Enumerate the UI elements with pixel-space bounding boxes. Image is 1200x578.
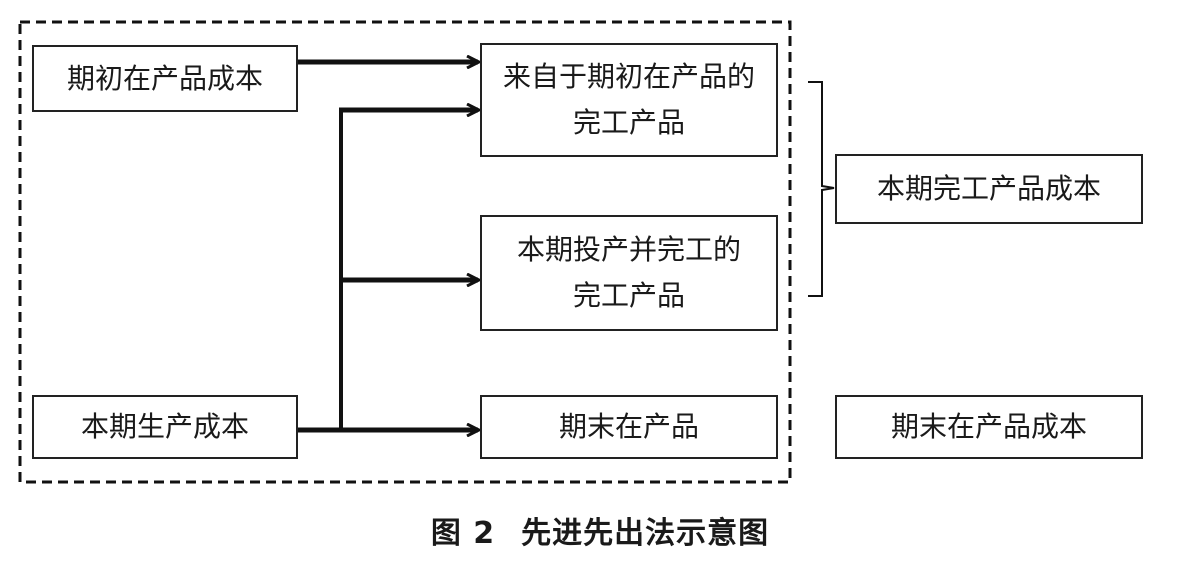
- node-from-opening-line1: 来自于期初在产品的: [502, 60, 755, 93]
- node-opening-wip-cost: 期初在产品成本: [32, 45, 298, 112]
- node-from-opening-finished: 来自于期初在产品的 完工产品: [480, 43, 778, 157]
- dashed-boundary: [18, 20, 792, 484]
- node-ending-wip-cost-label: 期末在产品成本: [890, 410, 1087, 443]
- node-current-started-line2: 完工产品: [572, 279, 685, 312]
- node-ending-wip: 期末在产品: [480, 395, 778, 459]
- figure-caption-title: 先进先出法示意图: [521, 516, 770, 551]
- node-current-finished-cost: 本期完工产品成本: [835, 154, 1143, 224]
- node-from-opening-line2: 完工产品: [572, 106, 685, 139]
- node-current-started-finished: 本期投产并完工的 完工产品: [480, 215, 778, 331]
- node-current-started-line1: 本期投产并完工的: [516, 233, 741, 266]
- node-ending-wip-cost: 期末在产品成本: [835, 395, 1143, 459]
- node-ending-wip-label: 期末在产品: [558, 410, 699, 443]
- node-opening-wip-cost-label: 期初在产品成本: [66, 61, 263, 95]
- node-current-production-cost: 本期生产成本: [32, 395, 298, 459]
- figure-caption: 图 2 先进先出法示意图: [0, 508, 1200, 552]
- figure-caption-label: 图 2: [430, 516, 496, 551]
- node-current-production-cost-label: 本期生产成本: [80, 410, 249, 443]
- node-current-finished-cost-label: 本期完工产品成本: [876, 172, 1101, 205]
- grouping-brace: [808, 81, 835, 297]
